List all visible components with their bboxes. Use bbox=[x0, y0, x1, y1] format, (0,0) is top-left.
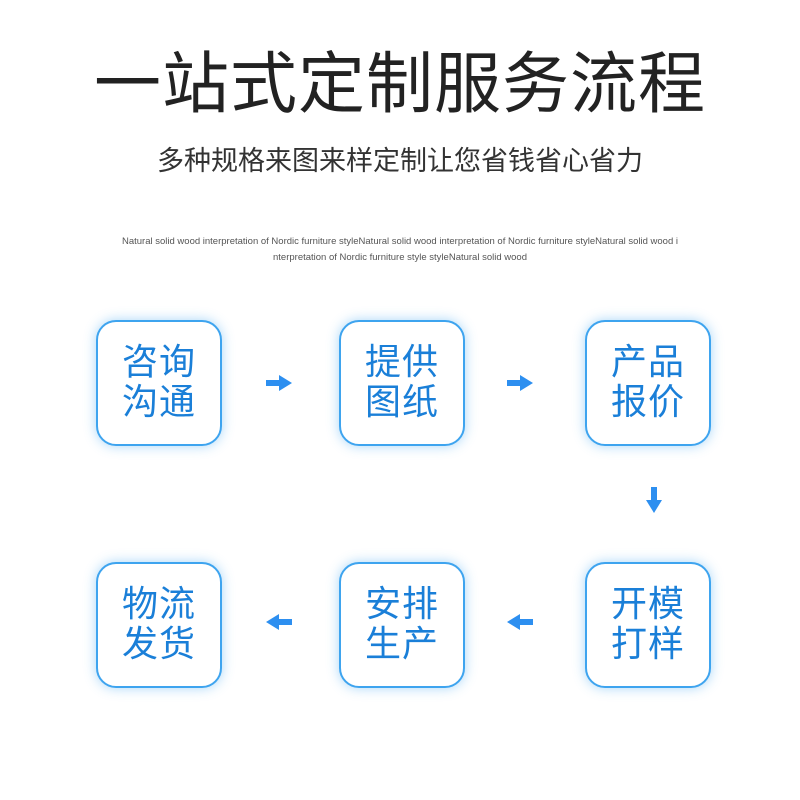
step-consult: 咨询沟通 bbox=[96, 320, 222, 446]
arrow-right-icon bbox=[507, 375, 533, 391]
step-shipping: 物流发货 bbox=[96, 562, 222, 688]
step-label: 开模打样 bbox=[610, 584, 685, 665]
page-title: 一站式定制服务流程 bbox=[94, 45, 706, 123]
step-label: 提供图纸 bbox=[364, 342, 439, 423]
step-mold-sample: 开模打样 bbox=[585, 562, 711, 688]
arrow-left-icon bbox=[266, 614, 292, 630]
step-label: 咨询沟通 bbox=[121, 342, 196, 423]
step-production: 安排生产 bbox=[339, 562, 465, 688]
arrow-left-icon bbox=[507, 614, 533, 630]
arrow-down-icon bbox=[646, 487, 662, 513]
tagline-text: Natural solid wood interpretation of Nor… bbox=[121, 236, 679, 263]
arrow-right-icon bbox=[266, 375, 292, 391]
step-label: 安排生产 bbox=[364, 584, 439, 665]
step-drawings: 提供图纸 bbox=[339, 320, 465, 446]
page-subtitle: 多种规格来图来样定制让您省钱省心省力 bbox=[157, 146, 643, 177]
step-quote: 产品报价 bbox=[585, 320, 711, 446]
step-label: 物流发货 bbox=[121, 584, 196, 665]
step-label: 产品报价 bbox=[610, 342, 685, 423]
